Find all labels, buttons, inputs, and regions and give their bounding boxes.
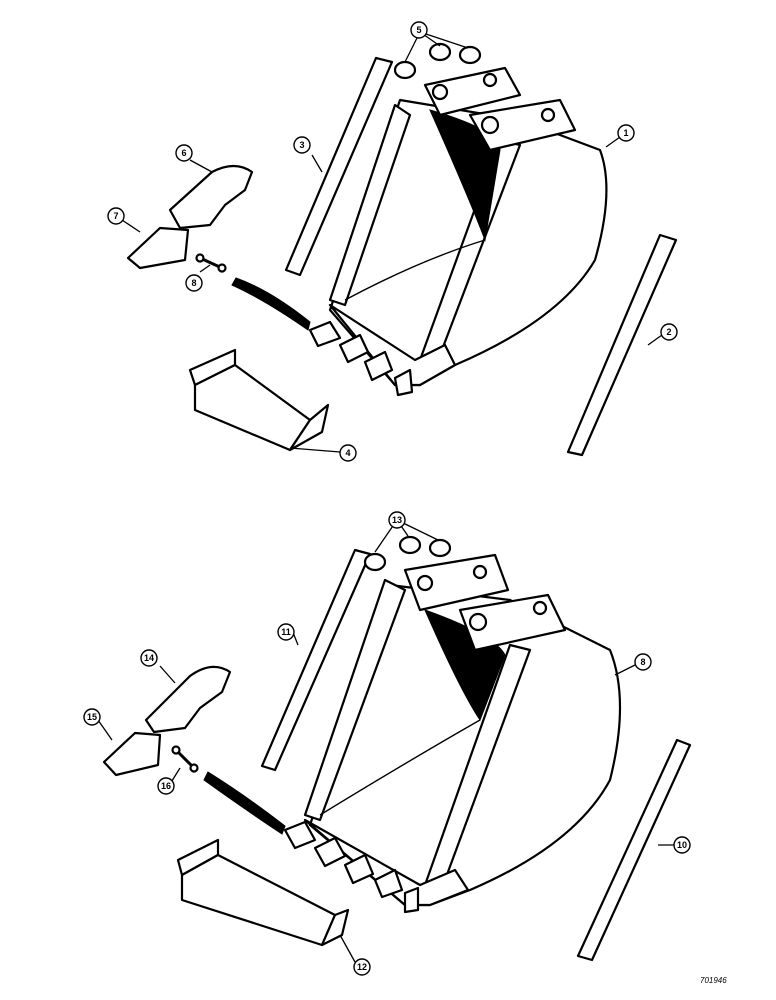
part-13-bushings bbox=[363, 535, 452, 572]
callout-11: 11 bbox=[277, 623, 295, 641]
part-3-wear-strip bbox=[284, 56, 394, 277]
svg-text:1: 1 bbox=[623, 128, 628, 138]
svg-text:3: 3 bbox=[299, 140, 304, 150]
part-10-wear-strip bbox=[576, 738, 692, 962]
top-bucket-assembly bbox=[121, 31, 678, 457]
reference-number: 701946 bbox=[700, 976, 727, 985]
part-4-side-cutter bbox=[188, 348, 330, 452]
svg-text:8: 8 bbox=[191, 278, 196, 288]
callout-10: 10 bbox=[673, 836, 691, 854]
part-8-pin bbox=[195, 253, 227, 273]
svg-text:7: 7 bbox=[113, 211, 118, 221]
callout-7: 7 bbox=[107, 207, 125, 225]
part-7-adapter bbox=[126, 226, 190, 270]
part-15-adapter bbox=[102, 731, 162, 777]
top-bucket bbox=[231, 66, 608, 397]
part-2-wear-strip bbox=[566, 233, 678, 457]
callout-16: 16 bbox=[157, 777, 175, 795]
svg-text:2: 2 bbox=[666, 327, 671, 337]
svg-text:16: 16 bbox=[161, 781, 171, 791]
callout-8: 8 bbox=[634, 653, 652, 671]
callout-13: 13 bbox=[388, 511, 406, 529]
svg-text:5: 5 bbox=[416, 25, 421, 35]
svg-text:13: 13 bbox=[392, 515, 402, 525]
svg-text:11: 11 bbox=[281, 627, 291, 637]
callout-6: 6 bbox=[175, 144, 193, 162]
part-11-wear-strip bbox=[260, 548, 372, 772]
svg-text:12: 12 bbox=[357, 962, 367, 972]
callout-12: 12 bbox=[353, 958, 371, 976]
svg-text:15: 15 bbox=[87, 712, 97, 722]
svg-text:14: 14 bbox=[144, 653, 154, 663]
part-6-tooth bbox=[168, 164, 254, 230]
callout-8-top: 8 bbox=[185, 274, 203, 292]
part-12-side-cutter bbox=[176, 838, 350, 947]
part-5-bushings bbox=[393, 42, 482, 80]
svg-text:4: 4 bbox=[345, 448, 350, 458]
svg-text:6: 6 bbox=[181, 148, 186, 158]
callout-3: 3 bbox=[293, 136, 311, 154]
callout-5: 5 bbox=[410, 21, 428, 39]
callout-1: 1 bbox=[617, 124, 635, 142]
bottom-bucket-assembly bbox=[97, 519, 692, 963]
part-14-tooth bbox=[144, 665, 232, 734]
callout-4: 4 bbox=[339, 444, 357, 462]
svg-text:10: 10 bbox=[677, 840, 687, 850]
bottom-bucket bbox=[203, 553, 622, 914]
part-16-pin bbox=[171, 745, 199, 773]
callout-2: 2 bbox=[660, 323, 678, 341]
callout-14: 14 bbox=[140, 649, 158, 667]
svg-text:8: 8 bbox=[640, 657, 645, 667]
callout-15: 15 bbox=[83, 708, 101, 726]
